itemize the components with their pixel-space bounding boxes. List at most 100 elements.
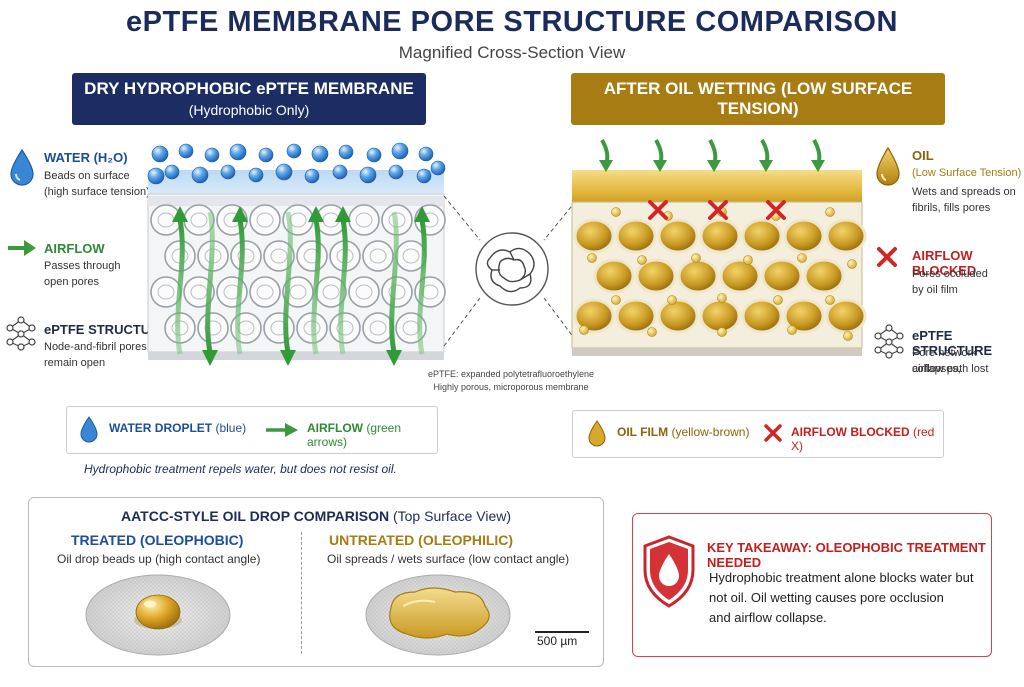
water-bead	[220, 164, 236, 180]
oil-filled-pore	[741, 298, 783, 334]
structure-desc-left-1: Node-and-fibril pores	[44, 341, 147, 353]
water-bead	[391, 142, 409, 160]
airflow-stem	[205, 211, 215, 353]
oil-droplet	[797, 253, 807, 263]
dry-banner-title: DRY HYDROPHOBIC ePTFE MEMBRANE	[84, 79, 414, 98]
blocked-desc-2: by oil film	[912, 284, 958, 296]
airflow-arrow-blocked	[759, 139, 773, 172]
water-bead	[311, 145, 329, 163]
scale-bar	[535, 631, 589, 633]
airflow-stem	[389, 211, 399, 353]
oil-filled-pore	[677, 258, 719, 294]
oil-banner-title: AFTER OIL WETTING (LOW SURFACE TENSION)	[603, 79, 913, 118]
water-bead	[304, 168, 320, 184]
legend-airflow-text: AIRFLOW (green arrows)	[307, 421, 437, 449]
magnified-fibril-detail	[443, 195, 581, 347]
water-bead	[151, 145, 169, 163]
aatcc-comparison-panel: AATCC-STYLE OIL DROP COMPARISON (Top Sur…	[28, 497, 604, 667]
legend-right: OIL FILM (yellow-brown) AIRFLOW BLOCKED …	[572, 410, 944, 458]
water-bead	[164, 164, 180, 180]
oil-filled-pore	[699, 298, 741, 334]
takeaway-title: KEY TAKEAWAY: OLEOPHOBIC TREATMENT NEEDE…	[707, 540, 986, 570]
oil-droplet	[773, 295, 783, 305]
fibril-ring	[355, 212, 373, 228]
airflow-arrow-blocked	[707, 139, 721, 172]
airflow-arrow-blocked	[653, 139, 667, 172]
oil-filled-pore	[825, 298, 867, 334]
structure-label-left: ePTFE STRUCTURE	[44, 322, 169, 337]
oil-droplet	[717, 327, 727, 337]
airflow-label: AIRFLOW	[44, 241, 105, 256]
water-bead	[359, 166, 377, 184]
legend-water-rest: (blue)	[212, 421, 247, 435]
dry-membrane-cross-section	[147, 142, 446, 366]
fibril-ring	[289, 212, 307, 228]
takeaway-line3: and airflow collapse.	[709, 610, 827, 625]
water-bead	[258, 147, 274, 163]
fibril-ring	[157, 212, 175, 228]
aatcc-title-rest: (Top Surface View)	[389, 508, 511, 524]
oil-filled-pore	[825, 218, 867, 254]
legend-airflow-arrow-icon	[266, 423, 298, 437]
water-bead	[332, 164, 348, 180]
water-desc-2: (high surface tension)	[44, 186, 150, 198]
water-bead	[229, 143, 247, 161]
legend-blocked-text: AIRFLOW BLOCKED (red X)	[791, 425, 943, 453]
oil-droplet	[579, 325, 589, 335]
oil-filled-pore	[657, 218, 699, 254]
fibril-ring	[322, 284, 340, 300]
oil-label: OIL	[912, 148, 934, 163]
fibril-ring	[402, 248, 420, 264]
airflow-stem	[235, 219, 245, 355]
oil-droplet	[843, 331, 853, 341]
scale-label: 500 µm	[537, 634, 578, 648]
fibril-ring	[157, 284, 175, 300]
water-bead	[178, 143, 194, 159]
fibril-ring	[237, 320, 255, 336]
oil-wet-membrane-cross-section	[571, 139, 867, 356]
water-drop-icon	[10, 148, 34, 186]
oil-filled-pore	[783, 218, 825, 254]
water-desc-1: Beads on surface	[44, 170, 130, 182]
fibril-ring	[369, 248, 387, 264]
blocked-x-mark	[766, 200, 786, 220]
oil-filled-pore	[593, 258, 635, 294]
water-bead	[248, 167, 264, 183]
water-bead	[366, 147, 382, 163]
oil-droplet	[691, 253, 701, 263]
airflow-head	[414, 206, 430, 222]
blocked-x-mark	[648, 200, 668, 220]
oil-droplet	[825, 207, 835, 217]
oil-droplet	[847, 259, 857, 269]
oil-subtitle: (Low Surface Tension)	[912, 167, 1022, 179]
airflow-arrow	[308, 206, 324, 355]
legend-blocked-rest: (red X)	[791, 425, 935, 453]
legend-water-bold: WATER DROPLET	[109, 421, 213, 435]
oil-banner-subtitle: (Oil Has Wet the Pores)	[684, 122, 832, 138]
legend-oil-text: OIL FILM (yellow-brown)	[617, 425, 749, 439]
key-takeaway-panel: KEY TAKEAWAY: OLEOPHOBIC TREATMENT NEEDE…	[632, 513, 992, 657]
water-bead	[204, 147, 220, 163]
airflow-head	[653, 160, 667, 172]
airflow-stem	[338, 219, 348, 355]
airflow-arrow	[335, 206, 351, 355]
oil-filled-pore	[615, 218, 657, 254]
airflow-stem	[311, 219, 321, 355]
page-subtitle: Magnified Cross-Section View	[398, 43, 626, 62]
airflow-head	[599, 160, 613, 172]
oil-filled-pore	[761, 258, 803, 294]
oil-droplet	[743, 255, 753, 265]
oil-droplet	[637, 255, 647, 265]
eptfe-definition-note: ePTFE: expanded polytetrafluoroethylene …	[418, 368, 604, 394]
legend-water-drop-icon	[80, 416, 98, 443]
legend-blocked-bold: AIRFLOW BLOCKED	[791, 425, 910, 439]
oil-filled-pore	[635, 258, 677, 294]
oil-droplet	[667, 295, 677, 305]
oil-wetting-banner: AFTER OIL WETTING (LOW SURFACE TENSION) …	[571, 73, 945, 138]
oil-filled-pore	[573, 298, 615, 334]
oil-droplet	[611, 207, 621, 217]
legend-oil-bold: OIL FILM	[617, 425, 669, 439]
structure-desc-right-1: Pore network collapses,	[912, 347, 977, 375]
blocked-x-icon	[877, 247, 897, 267]
airflow-head	[232, 206, 248, 222]
